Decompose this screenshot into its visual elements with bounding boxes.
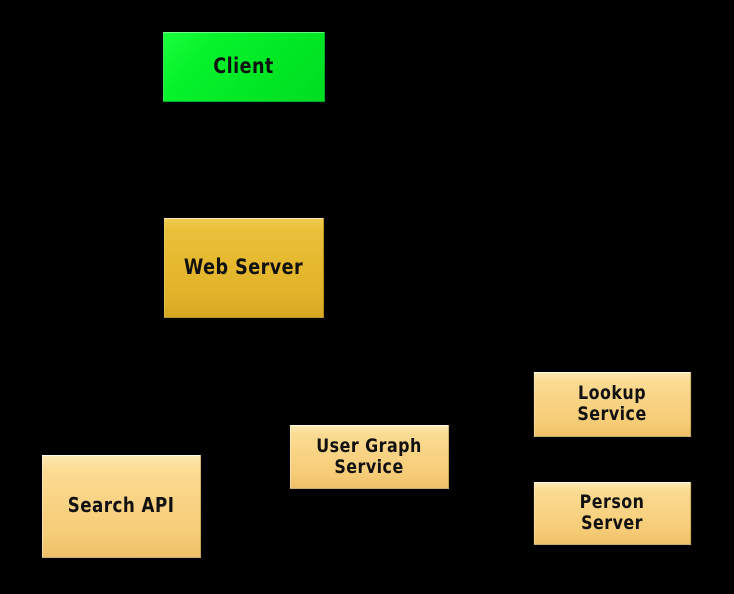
node-label-user-graph-service: User Graph Service — [316, 434, 422, 478]
node-label-web-server: Web Server — [183, 255, 304, 280]
node-label-lookup-service: Lookup Service — [577, 382, 647, 425]
node-label-search-api: Search API — [67, 493, 175, 518]
diagram-node-person-server[interactable]: Person Server — [533, 482, 692, 545]
node-label-client: Client — [213, 54, 274, 79]
diagram-node-client[interactable]: Client — [163, 32, 325, 102]
diagram-node-lookup-service[interactable]: Lookup Service — [533, 372, 692, 437]
node-label-person-server: Person Server — [579, 491, 645, 534]
diagram-node-web-server[interactable]: Web Server — [164, 218, 324, 318]
diagram-node-search-api[interactable]: Search API — [41, 455, 202, 558]
diagram-node-user-graph-service[interactable]: User Graph Service — [289, 425, 450, 489]
